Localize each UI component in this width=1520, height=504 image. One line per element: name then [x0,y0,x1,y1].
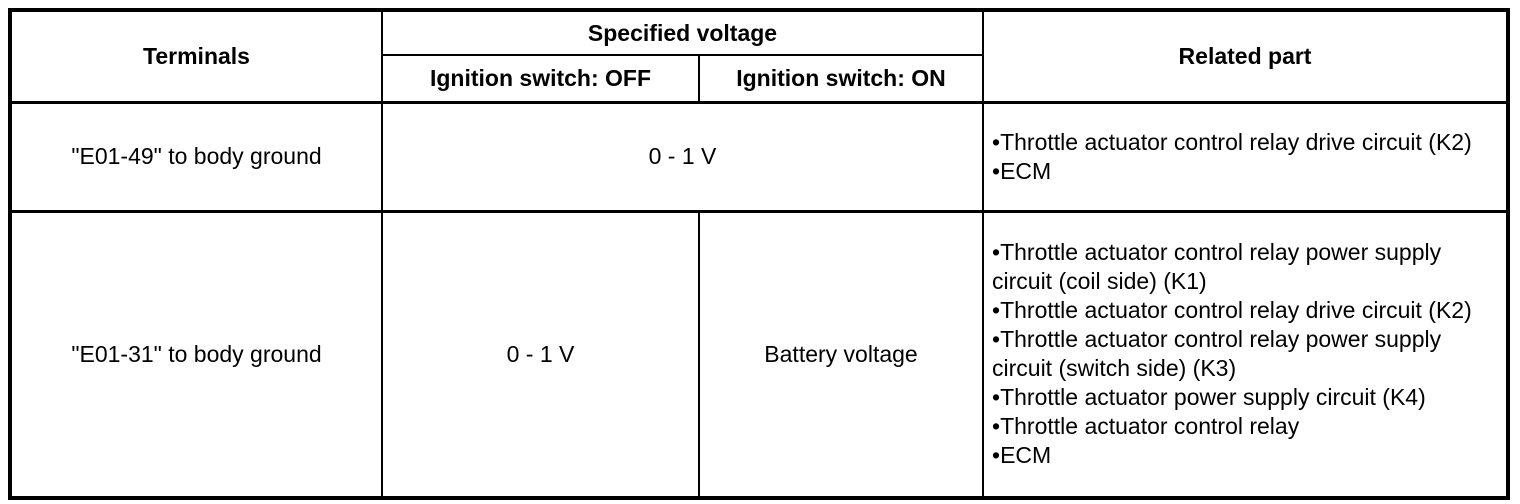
related-part-cell: Throttle actuator control relay drive ci… [982,100,1510,212]
related-part-item: ECM [992,157,1500,186]
related-part-item: Throttle actuator control relay drive ci… [992,296,1500,325]
header-row-top: Terminals Specified voltage Related part [9,9,1510,103]
header-terminals: Terminals [9,9,383,103]
related-part-item: Throttle actuator control relay [992,412,1500,441]
header-row-sub: Ignition switch: OFF Ignition switch: ON [10,54,1508,103]
voltage-off-cell: 0 - 1 V [381,209,700,499]
header-ignition-switch-off: Ignition switch: OFF [381,54,700,103]
related-part-item: Throttle actuator control relay drive ci… [992,128,1500,157]
related-part-item: Throttle actuator control relay power su… [992,238,1500,296]
header-related-part: Related part [982,9,1510,103]
related-part-item: Throttle actuator control relay power su… [992,325,1500,383]
related-part-item: ECM [992,441,1500,470]
table-row-e01-49: "E01-49" to body ground 0 - 1 V Throttle… [9,100,1510,212]
related-part-item: Throttle actuator power supply circuit (… [992,383,1500,412]
terminal-cell: "E01-31" to body ground [9,209,383,499]
table-row-e01-31: "E01-31" to body ground 0 - 1 V Battery … [9,209,1510,499]
voltage-cell: 0 - 1 V [380,100,985,212]
related-part-cell: Throttle actuator control relay power su… [982,209,1510,499]
header-ignition-switch-on: Ignition switch: ON [697,54,985,103]
specified-voltage-table: Terminals Specified voltage Related part… [8,8,1511,500]
header-specified-voltage: Specified voltage [380,9,985,56]
voltage-on-cell: Battery voltage [697,209,985,499]
terminal-cell: "E01-49" to body ground [9,100,383,212]
